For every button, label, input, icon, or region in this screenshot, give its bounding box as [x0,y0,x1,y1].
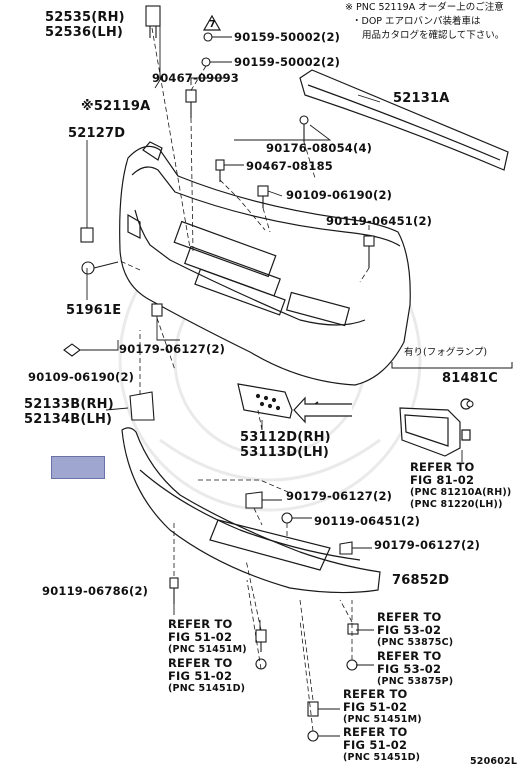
label-52535: 52535(RH) [45,10,125,25]
lower-spoiler [121,427,381,594]
label-90159-b: 90159-50002(2) [234,55,341,69]
refB-line2: FIG 51-02 [168,669,233,683]
refB-line3: (PNC 51451D) [168,683,246,694]
label-90159-a: 90159-50002(2) [234,30,341,44]
refE-line2: FIG 51-02 [343,700,408,714]
label-52133b: 52133B(RH) [24,397,114,412]
dashed-lines [117,27,370,732]
refC-line1: REFER TO [377,610,442,624]
reinforcement-bar [299,69,509,171]
refE-line1: REFER TO [343,687,408,701]
label-90467-a: 90467-09093 [152,71,239,85]
label-90109-a: 90109-06190(2) [286,188,393,202]
refF-line3: (PNC 51451D) [343,752,421,763]
label-90179-b: 90179-06127(2) [286,489,393,503]
label-53113d: 53113D(LH) [240,445,330,460]
figure-code: 520602L [470,756,518,767]
refD-line3: (PNC 53875P) [377,676,454,687]
refD-line2: FIG 53-02 [377,662,442,676]
ref81-line4: (PNC 81220(LH)) [410,499,503,510]
refF-line1: REFER TO [343,725,408,739]
refA-line2: FIG 51-02 [168,630,233,644]
warning-number: 7 [209,19,216,30]
refC-line2: FIG 53-02 [377,623,442,637]
refB-line1: REFER TO [168,656,233,670]
warning-triangle-icon [202,14,222,31]
header-note-line1: ※ PNC 52119A オーダー上のご注意 [345,2,504,13]
fasteners [63,5,474,742]
refC-line3: (PNC 53875C) [377,637,454,648]
label-52134b: 52134B(LH) [24,412,113,427]
label-90179-a: 90179-06127(2) [119,342,226,356]
fog-lamp [399,398,472,457]
refF-line2: FIG 51-02 [343,738,408,752]
label-90119-c: 90119-06786(2) [42,584,149,598]
fog-bezel [237,383,293,419]
refE-line3: (PNC 51451M) [343,714,422,725]
highlight-marker [51,456,105,479]
refD-line1: REFER TO [377,649,442,663]
label-52536: 52536(LH) [45,25,124,40]
refA-line3: (PNC 51451M) [168,644,247,655]
ref81-line2: FIG 81-02 [410,473,475,487]
ref81-line3: (PNC 81210A(RH)) [410,487,512,498]
label-52127d: 52127D [68,126,126,141]
ref81-line1: REFER TO [410,460,475,474]
label-53112d: 53112D(RH) [240,430,331,445]
label-76852d: 76852D [392,573,450,588]
label-90179-c: 90179-06127(2) [374,538,481,552]
label-90119-a: 90119-06451(2) [326,214,433,228]
refA-line1: REFER TO [168,617,233,631]
label-90109-b: 90109-06190(2) [28,370,135,384]
label-81481c: 81481C [442,371,498,386]
label-52119a: ※52119A [81,99,151,114]
fog-note: 有り(フォグランプ) [404,347,488,358]
label-51961e: 51961E [66,303,122,318]
label-90119-b: 90119-06451(2) [314,514,421,528]
label-90176: 90176-08054(4) [266,141,373,155]
header-note-line2: ・DOP エアロバンパ装着車は [352,16,481,27]
fog-bracket [391,362,513,369]
header-note-line3: 用品カタログを確認して下さい。 [362,30,505,41]
label-52131a: 52131A [393,91,450,106]
label-90467-b: 90467-08185 [246,159,333,173]
